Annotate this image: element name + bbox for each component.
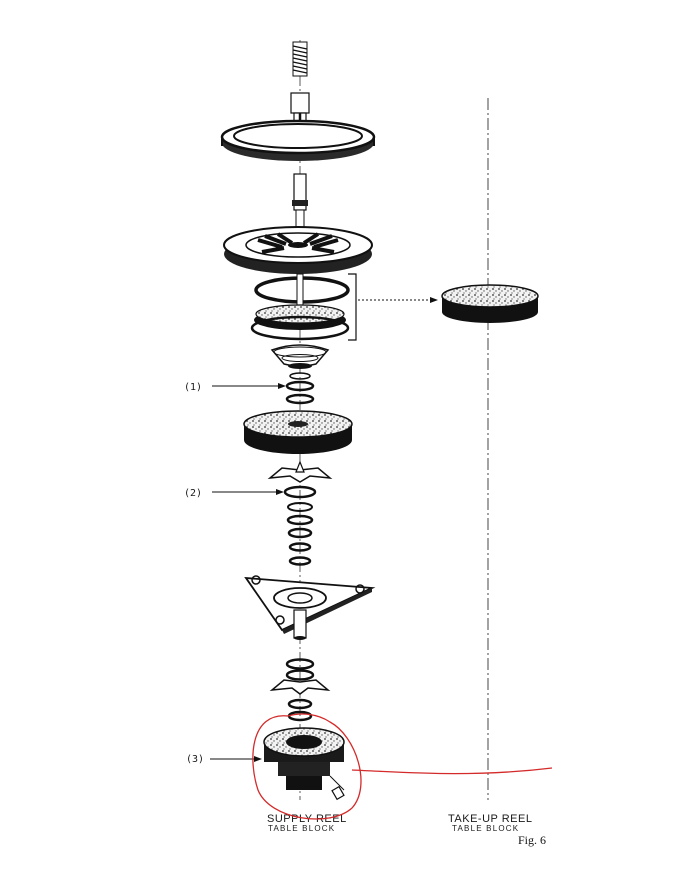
- base-table-block: [263, 727, 345, 801]
- middle-shaft-part: [292, 173, 308, 233]
- triangular-plate-part: [244, 575, 376, 640]
- callout-label-2: (2): [184, 488, 202, 499]
- takeup-reel-subcaption: TABLE BLOCK: [452, 824, 519, 833]
- red-annotation-circle: [252, 713, 553, 820]
- star-spring-part: [267, 460, 333, 483]
- spring-part: [292, 41, 308, 77]
- callout-label-3: (3): [186, 754, 204, 765]
- washer-stack-2: [283, 485, 317, 566]
- callout-leader-3: [210, 756, 262, 762]
- callout-label-1: (1): [184, 382, 202, 393]
- top-pulley-ring: [220, 119, 376, 161]
- callout-leader-2: [212, 489, 284, 495]
- supply-reel-subcaption: TABLE BLOCK: [268, 824, 335, 833]
- cone-spring-part: [270, 344, 330, 380]
- takeup-reel-caption: TAKE-UP REEL: [448, 813, 532, 825]
- felt-pulley-part: [243, 410, 353, 454]
- figure-label: Fig. 6: [518, 833, 546, 847]
- lower-washer-group: [269, 658, 331, 722]
- reel-disc: [223, 226, 373, 274]
- takeup-felt-disc: [441, 284, 539, 323]
- callout-leader-1: [212, 383, 286, 389]
- bracketed-clutch-group: [250, 273, 438, 341]
- washer-pair-1: [285, 380, 315, 405]
